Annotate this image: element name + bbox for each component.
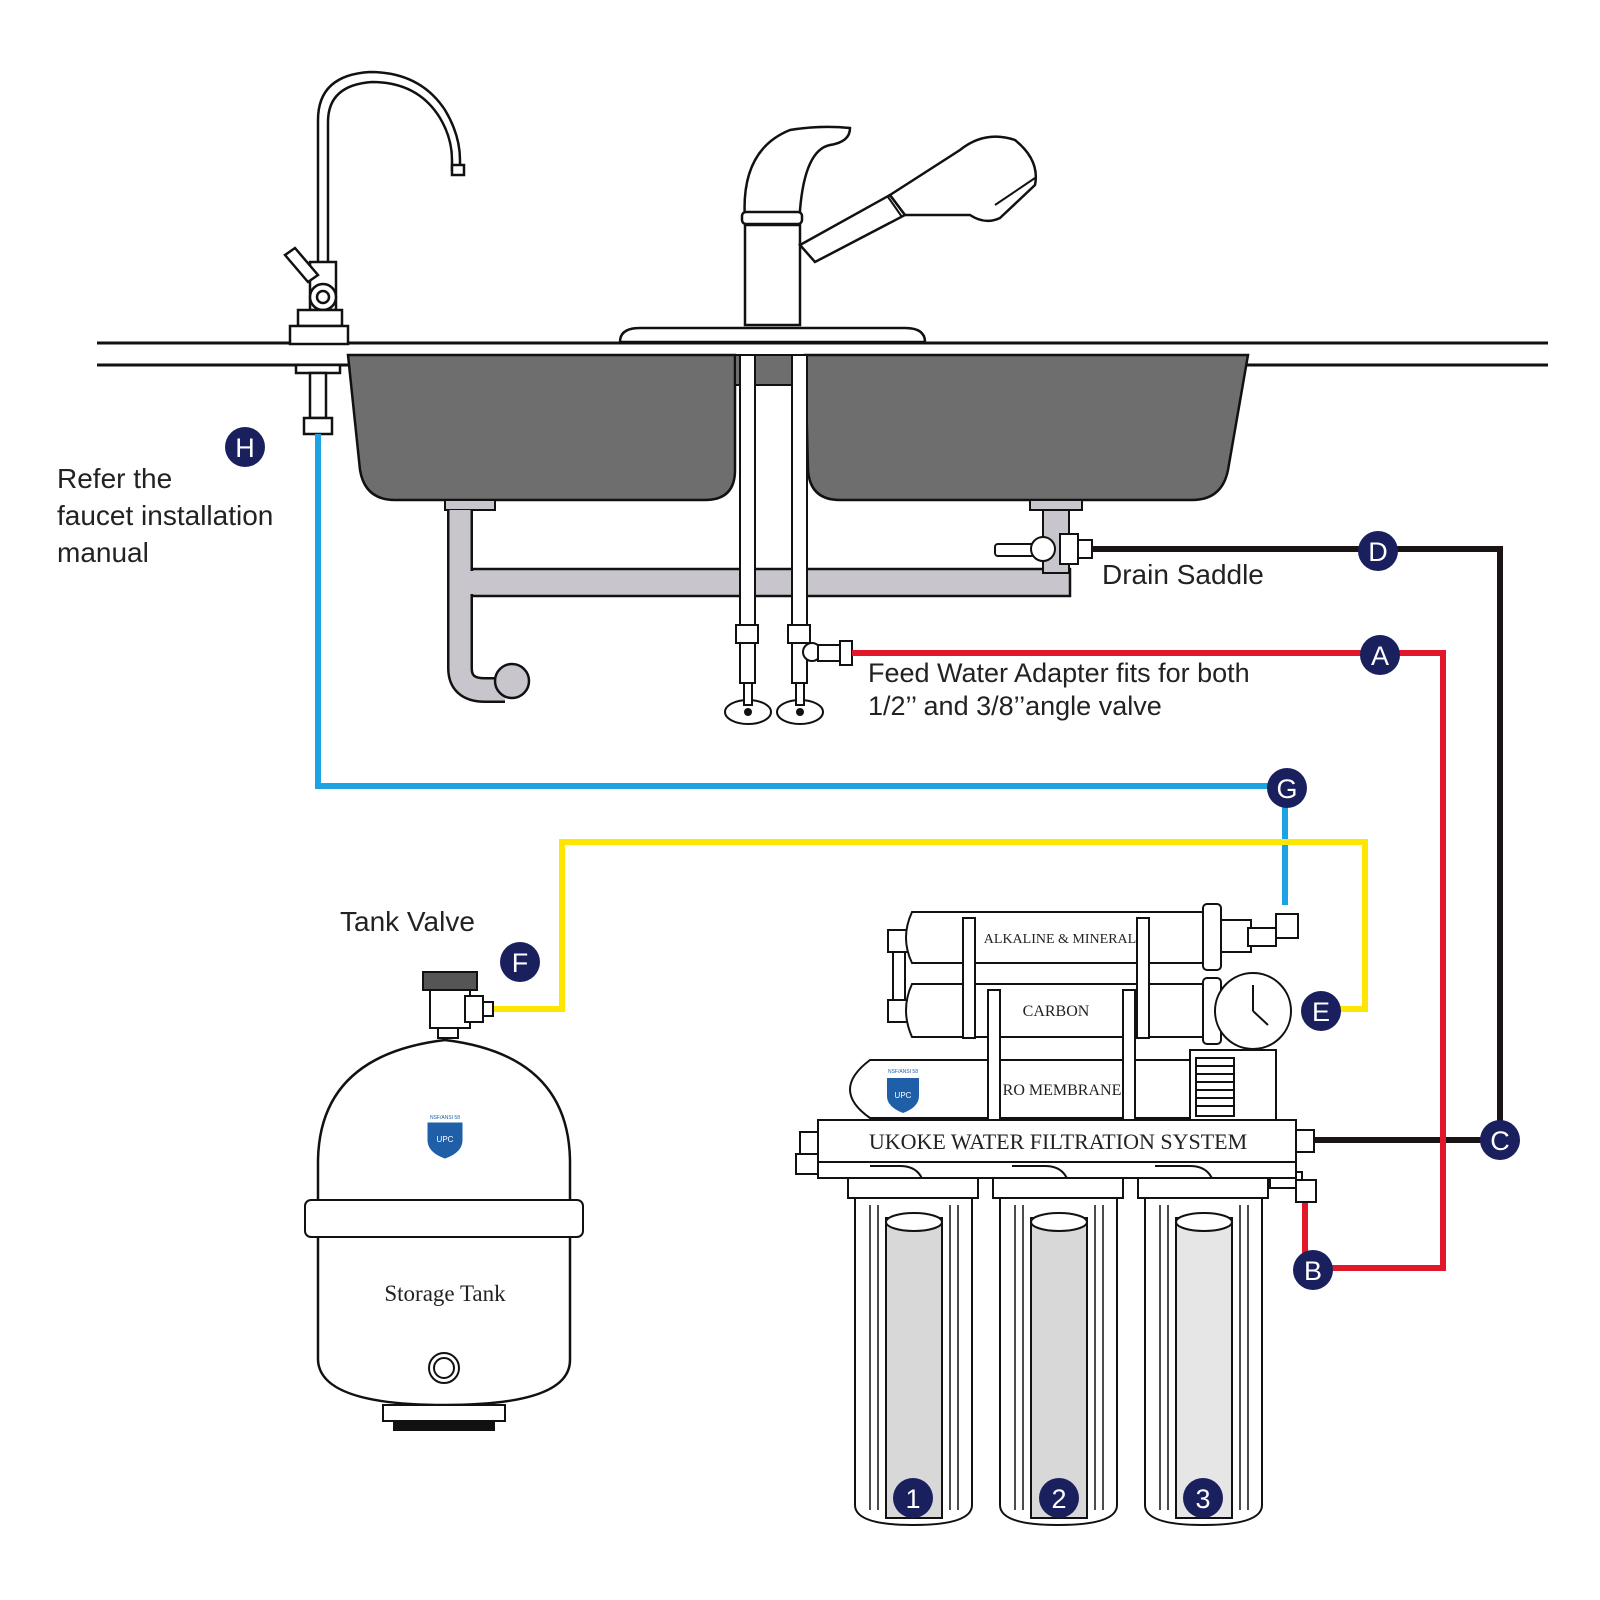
- carbon-label: CARBON: [1023, 1003, 1090, 1020]
- storage-tank: [304, 1027, 584, 1431]
- membrane-cert-text: NSF/ANSI 58: [888, 1069, 918, 1075]
- filter-housing-1: [847, 1177, 979, 1527]
- tank-valve-label: Tank Valve: [340, 906, 475, 937]
- kitchen-faucet: [618, 125, 1038, 344]
- tank-upc-text: UPC: [437, 1135, 454, 1144]
- drain-saddle-label: Drain Saddle: [1102, 559, 1264, 590]
- drain-saddle: [994, 533, 1093, 565]
- tank-valve: [422, 971, 494, 1029]
- marker-g-text: G: [1276, 774, 1297, 804]
- faucet-note-line-3: manual: [57, 537, 149, 568]
- membrane-upc-text: UPC: [895, 1091, 912, 1100]
- supply-lines: [724, 354, 824, 725]
- marker-b: B: [1293, 1250, 1333, 1290]
- marker-g: G: [1267, 768, 1307, 808]
- marker-1: 1: [893, 1478, 933, 1518]
- marker-2-text: 2: [1051, 1484, 1066, 1514]
- membrane-upc-logo: NSF/ANSI 58 UPC: [887, 1069, 919, 1113]
- tube-feed-red: [852, 650, 1446, 1271]
- marker-e: E: [1301, 991, 1341, 1031]
- marker-2: 2: [1039, 1478, 1079, 1518]
- alkaline-label: ALKALINE & MINERAL: [984, 932, 1136, 947]
- marker-c-text: C: [1490, 1126, 1510, 1156]
- sink: [346, 353, 1250, 502]
- marker-c: C: [1480, 1120, 1520, 1160]
- marker-1-text: 1: [905, 1484, 920, 1514]
- marker-e-text: E: [1312, 997, 1330, 1027]
- feed-adapter-line-1: Feed Water Adapter fits for both: [868, 658, 1250, 688]
- system-name-label: UKOKE WATER FILTRATION SYSTEM: [869, 1129, 1247, 1154]
- ro-faucet: [283, 70, 466, 436]
- tubing: [315, 434, 1503, 1271]
- drain-pipes: [444, 499, 1083, 703]
- membrane-vent-grille: [1195, 1057, 1235, 1117]
- marker-h-text: H: [235, 433, 255, 463]
- faucet-note-line-1: Refer the: [57, 463, 172, 494]
- filtration-system: NSF/ANSI 58 UPC: [795, 903, 1317, 1210]
- marker-3-text: 3: [1195, 1484, 1210, 1514]
- marker-d-text: D: [1368, 537, 1388, 567]
- marker-3: 3: [1183, 1478, 1223, 1518]
- tube-tank-yellow: [490, 839, 1368, 1012]
- marker-d: D: [1358, 531, 1398, 571]
- marker-h: H: [225, 427, 265, 467]
- filter-housing-2: [992, 1177, 1124, 1527]
- marker-f: F: [500, 942, 540, 982]
- tube-faucet-blue: [315, 434, 1288, 905]
- tube-drain-black: [1092, 546, 1503, 1143]
- feed-water-adapter: [802, 640, 853, 666]
- marker-a-text: A: [1371, 641, 1389, 671]
- marker-b-text: B: [1304, 1256, 1322, 1286]
- ro-membrane-label: RO MEMBRANE: [1003, 1082, 1122, 1099]
- tank-upc-logo: NSF/ANSI 58 UPC: [427, 1115, 463, 1159]
- faucet-note-line-2: faucet installation: [57, 500, 273, 531]
- filter-housing-3: [1137, 1177, 1269, 1527]
- marker-f-text: F: [512, 948, 529, 978]
- tank-cert-text: NSF/ANSI 58: [430, 1115, 460, 1121]
- marker-a: A: [1360, 635, 1400, 675]
- feed-adapter-line-2: 1/2’’ and 3/8’’angle valve: [868, 691, 1162, 721]
- storage-tank-label: Storage Tank: [384, 1281, 506, 1306]
